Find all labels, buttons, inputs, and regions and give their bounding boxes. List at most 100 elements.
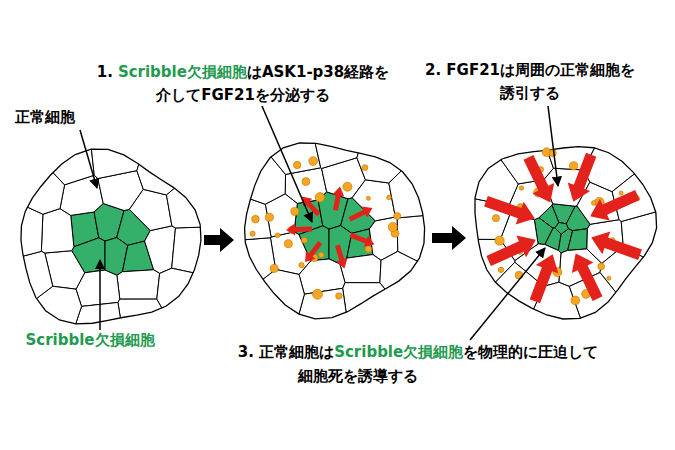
normal-cell xyxy=(192,196,230,259)
normal-cell xyxy=(649,252,675,338)
normal-cell xyxy=(166,173,215,228)
caption-text: 誘引する xyxy=(500,84,560,102)
scribble-cell xyxy=(555,222,568,234)
fgf21-dot xyxy=(315,193,325,203)
normal-cell xyxy=(117,270,160,299)
leader-arrow xyxy=(99,260,101,330)
normal-cell xyxy=(343,283,395,326)
fgf21-dot xyxy=(569,162,577,170)
normal-cell xyxy=(270,232,310,275)
step-arrow xyxy=(204,228,234,252)
cell-sheet xyxy=(423,88,675,368)
secretion-arrow xyxy=(305,241,322,262)
caption-text: 細胞死を誘導する xyxy=(298,367,418,385)
normal-cell xyxy=(192,117,245,204)
caption-line: 3. 正常細胞はScribble欠損細胞を物理的に圧迫して xyxy=(208,342,628,362)
normal-cell xyxy=(423,252,478,339)
caption-text: 介してFGF21を分泌する xyxy=(156,86,330,104)
fgf21-dot xyxy=(591,201,596,206)
normal-cell xyxy=(380,88,472,161)
normal-cell xyxy=(0,208,6,271)
secretion-arrow xyxy=(350,233,375,247)
secretion-arrow xyxy=(286,224,312,236)
fgf21-dot xyxy=(619,191,623,195)
fgf21-dot xyxy=(284,240,292,248)
fgf21-dot xyxy=(301,237,307,243)
fgf21-dot xyxy=(275,233,280,238)
tissue-outline xyxy=(245,143,425,319)
normal-cell xyxy=(25,286,81,337)
fgf21-dot xyxy=(607,276,611,280)
caption-text: 3. 正常細胞は xyxy=(238,343,334,361)
normal-cell xyxy=(610,88,675,163)
fgf21-dot xyxy=(309,157,318,166)
fgf21-dot xyxy=(293,161,300,168)
normal-cell xyxy=(194,129,248,216)
caption-line: 誘引する xyxy=(320,83,675,103)
scribble-cell xyxy=(568,229,588,251)
normal-cell xyxy=(423,196,462,259)
normal-cell xyxy=(224,238,275,291)
caption-line: 正常細胞 xyxy=(0,107,255,127)
fgf21-dot xyxy=(343,182,352,191)
normal-cell xyxy=(612,164,668,221)
normal-cell xyxy=(192,252,248,339)
fgf21-dot xyxy=(319,252,325,258)
normal-cell xyxy=(0,263,23,351)
caption-text: を物理的に圧迫して xyxy=(463,343,598,361)
normal-cell xyxy=(157,312,248,380)
fgf21-dot xyxy=(250,231,255,236)
fgf21-dot xyxy=(387,195,392,200)
normal-cell xyxy=(91,129,145,178)
caption-line: 細胞死を誘導する xyxy=(148,366,568,386)
cell-sheet xyxy=(0,100,248,380)
secretion-arrow xyxy=(349,207,373,222)
compression-arrow xyxy=(484,196,535,224)
fgf21-dot xyxy=(366,196,370,200)
mutant-cell-label: Scribble欠損細胞 xyxy=(25,331,154,349)
secretion-arrow xyxy=(332,187,344,211)
normal-cell xyxy=(172,227,217,275)
normal-cell xyxy=(248,269,305,324)
normal-cell xyxy=(563,88,631,136)
normal-cell xyxy=(418,117,472,204)
fgf21-dot xyxy=(302,178,310,186)
secretion-arrow xyxy=(335,245,348,269)
fgf21-dot xyxy=(299,262,304,267)
fgf21-dot xyxy=(336,293,342,299)
tissue-outline xyxy=(475,147,657,319)
fgf21-dot xyxy=(492,215,499,222)
fgf21-dot xyxy=(252,215,260,223)
normal-cell xyxy=(156,100,248,173)
caption-line: 2. FGF21は周囲の正常細胞を xyxy=(320,60,675,80)
tissue-outline xyxy=(21,149,201,324)
normal-cell xyxy=(611,295,675,368)
normal-cell xyxy=(666,196,675,259)
normal-cell xyxy=(43,137,94,184)
leader-arrow xyxy=(470,248,545,340)
fgf21-dot xyxy=(312,289,322,299)
normal-cell xyxy=(497,130,553,184)
fgf21-dot xyxy=(598,263,605,270)
leader-arrow xyxy=(262,106,312,222)
compression-arrow xyxy=(486,235,535,266)
compression-arrow xyxy=(591,232,642,260)
normal-cell xyxy=(646,117,675,204)
fgf21-dot xyxy=(519,186,524,191)
compression-arrow xyxy=(590,190,639,221)
fgf21-dot xyxy=(365,246,372,253)
compression-arrow xyxy=(524,155,555,203)
normal-cell xyxy=(41,209,74,253)
leader-arrow xyxy=(548,106,558,186)
normal-cell xyxy=(0,129,19,215)
fgf21-dot xyxy=(291,207,299,215)
fgf21-dot xyxy=(571,296,580,305)
normal-cell xyxy=(418,253,472,339)
fgf21-dot xyxy=(515,271,523,279)
caption-text: 正常細胞 xyxy=(15,108,75,126)
normal-cell xyxy=(145,226,176,274)
normal-cell xyxy=(268,129,320,174)
cell-sheet xyxy=(192,88,472,368)
fgf21-dot xyxy=(388,222,397,231)
